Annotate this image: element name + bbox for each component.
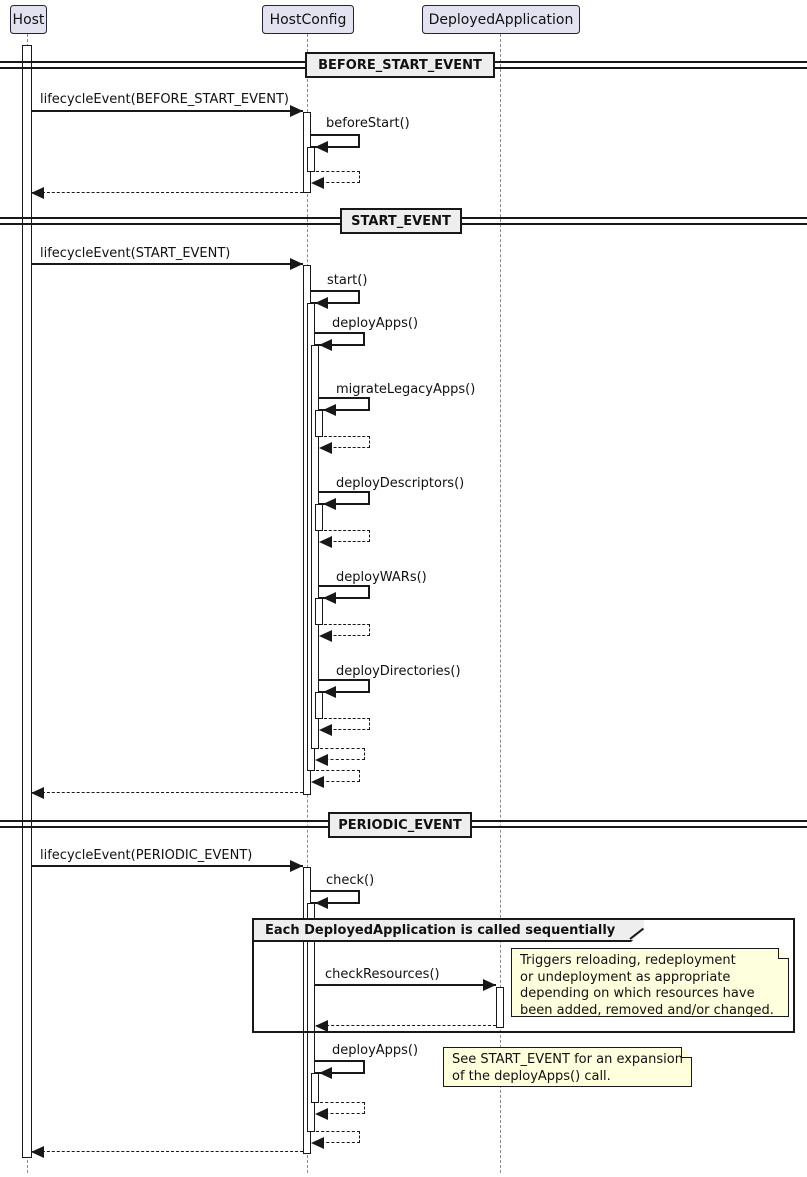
- message-label-lifecycle-periodic: lifecycleEvent(PERIODIC_EVENT): [40, 848, 253, 863]
- participant-host-label: Host: [12, 11, 45, 28]
- arrowhead-left-icon: [311, 776, 324, 788]
- activation-bar-deploydirectories: [315, 692, 323, 719]
- message-label-deploywars: deployWARs(): [336, 570, 427, 585]
- lifeline-deployedapplication: [500, 34, 501, 1173]
- arrowhead-left-icon: [319, 339, 332, 351]
- arrowhead-left-icon: [319, 442, 332, 454]
- self-return-deployapps-periodic: [320, 1102, 365, 1114]
- arrowhead-left-icon: [315, 1108, 328, 1120]
- self-call-deployapps-periodic: [315, 1060, 365, 1074]
- message-label-lifecycle-start: lifecycleEvent(START_EVENT): [40, 246, 231, 261]
- self-return-start: [316, 770, 360, 782]
- arrowhead-left-icon: [315, 897, 328, 909]
- arrowhead-left-icon: [319, 630, 332, 642]
- note-deployapps: See START_EVENT for an expansion of the …: [443, 1047, 692, 1087]
- self-call-start: [311, 290, 360, 304]
- participant-hostconfig: HostConfig: [262, 5, 354, 34]
- arrowhead-right-icon: [290, 860, 303, 872]
- message-label-deploydescriptors: deployDescriptors(): [336, 476, 465, 491]
- self-return-deployapps: [320, 748, 365, 760]
- divider-periodic-event-label: PERIODIC_EVENT: [338, 817, 462, 833]
- message-label-check: check(): [326, 873, 375, 888]
- message-label-deployapps: deployApps(): [332, 316, 419, 331]
- message-label-lifecycle-before-start: lifecycleEvent(BEFORE_START_EVENT): [40, 92, 289, 107]
- activation-bar-deployapps: [311, 345, 319, 749]
- arrowhead-right-icon: [290, 258, 303, 270]
- self-call-migratelegacyapps: [319, 397, 370, 411]
- arrowhead-left-icon: [323, 592, 336, 604]
- arrowhead-left-icon: [31, 1146, 44, 1158]
- message-line-lifecycle-start: [31, 263, 303, 265]
- arrowhead-left-icon: [323, 686, 336, 698]
- divider-start-event: START_EVENT: [340, 208, 462, 234]
- self-return-deploydescriptors: [324, 530, 370, 542]
- note-checkresources: Triggers reloading, redeployment or unde…: [511, 948, 789, 1017]
- self-return-beforestart: [316, 171, 360, 183]
- group-frame-label: Each DeployedApplication is called seque…: [265, 922, 616, 938]
- activation-bar-deploydescriptors: [315, 504, 323, 531]
- self-return-deploywars: [324, 624, 370, 636]
- divider-periodic-event: PERIODIC_EVENT: [328, 812, 472, 838]
- self-call-check: [311, 890, 360, 904]
- arrowhead-left-icon: [323, 498, 336, 510]
- activation-bar-deploywars: [315, 598, 323, 625]
- return-line-before-section: [32, 192, 303, 193]
- message-line-lifecycle-periodic: [31, 865, 303, 867]
- message-label-start: start(): [327, 273, 368, 288]
- arrowhead-left-icon: [319, 1067, 332, 1079]
- message-label-beforestart: beforeStart(): [326, 116, 410, 131]
- message-line-checkresources: [315, 984, 496, 986]
- arrowhead-left-icon: [31, 787, 44, 799]
- self-return-migratelegacyapps: [324, 436, 370, 448]
- note-fold-icon: [681, 1047, 692, 1058]
- return-line-checkresources: [316, 1025, 496, 1026]
- group-frame-sequential: [252, 918, 795, 1033]
- arrowhead-left-icon: [315, 297, 328, 309]
- arrowhead-right-icon: [483, 979, 496, 991]
- participant-host: Host: [10, 5, 47, 34]
- arrowhead-left-icon: [319, 724, 332, 736]
- activation-bar-checkresources: [496, 987, 504, 1028]
- activation-bar-host: [22, 45, 32, 1158]
- participant-deployedapplication-label: DeployedApplication: [428, 11, 574, 28]
- divider-before-start-event-label: BEFORE_START_EVENT: [318, 57, 482, 73]
- note-fold-icon: [778, 948, 789, 959]
- self-return-deploydirectories: [324, 718, 370, 730]
- self-call-deploywars: [319, 585, 370, 599]
- arrowhead-left-icon: [315, 1020, 328, 1032]
- message-label-deploydirectories: deployDirectories(): [336, 664, 461, 679]
- activation-bar-migratelegacyapps: [315, 410, 323, 437]
- message-label-deployapps-periodic: deployApps(): [332, 1043, 419, 1058]
- self-call-deploydirectories: [319, 679, 370, 693]
- arrowhead-left-icon: [319, 536, 332, 548]
- arrowhead-left-icon: [31, 187, 44, 199]
- arrowhead-left-icon: [315, 141, 328, 153]
- arrowhead-left-icon: [323, 404, 336, 416]
- participant-deployedapplication: DeployedApplication: [422, 5, 580, 34]
- message-line-lifecycle-before-start: [31, 110, 303, 112]
- self-call-beforestart: [311, 134, 360, 148]
- activation-bar-beforestart: [307, 147, 315, 172]
- message-label-migratelegacyapps: migrateLegacyApps(): [336, 382, 476, 397]
- arrowhead-left-icon: [311, 1137, 324, 1149]
- activation-bar-deployapps-periodic: [311, 1073, 319, 1103]
- arrowhead-right-icon: [290, 105, 303, 117]
- divider-before-start-event: BEFORE_START_EVENT: [305, 52, 495, 78]
- divider-start-event-label: START_EVENT: [351, 213, 451, 229]
- return-line-periodic-section: [32, 1151, 303, 1152]
- self-return-check: [316, 1131, 360, 1143]
- self-call-deploydescriptors: [319, 491, 370, 505]
- message-label-checkresources: checkResources(): [325, 967, 440, 982]
- arrowhead-left-icon: [311, 177, 324, 189]
- participant-hostconfig-label: HostConfig: [269, 11, 347, 28]
- self-call-deployapps: [315, 332, 365, 346]
- return-line-start-section: [32, 792, 303, 793]
- group-frame-header: Each DeployedApplication is called seque…: [254, 920, 644, 942]
- arrowhead-left-icon: [315, 754, 328, 766]
